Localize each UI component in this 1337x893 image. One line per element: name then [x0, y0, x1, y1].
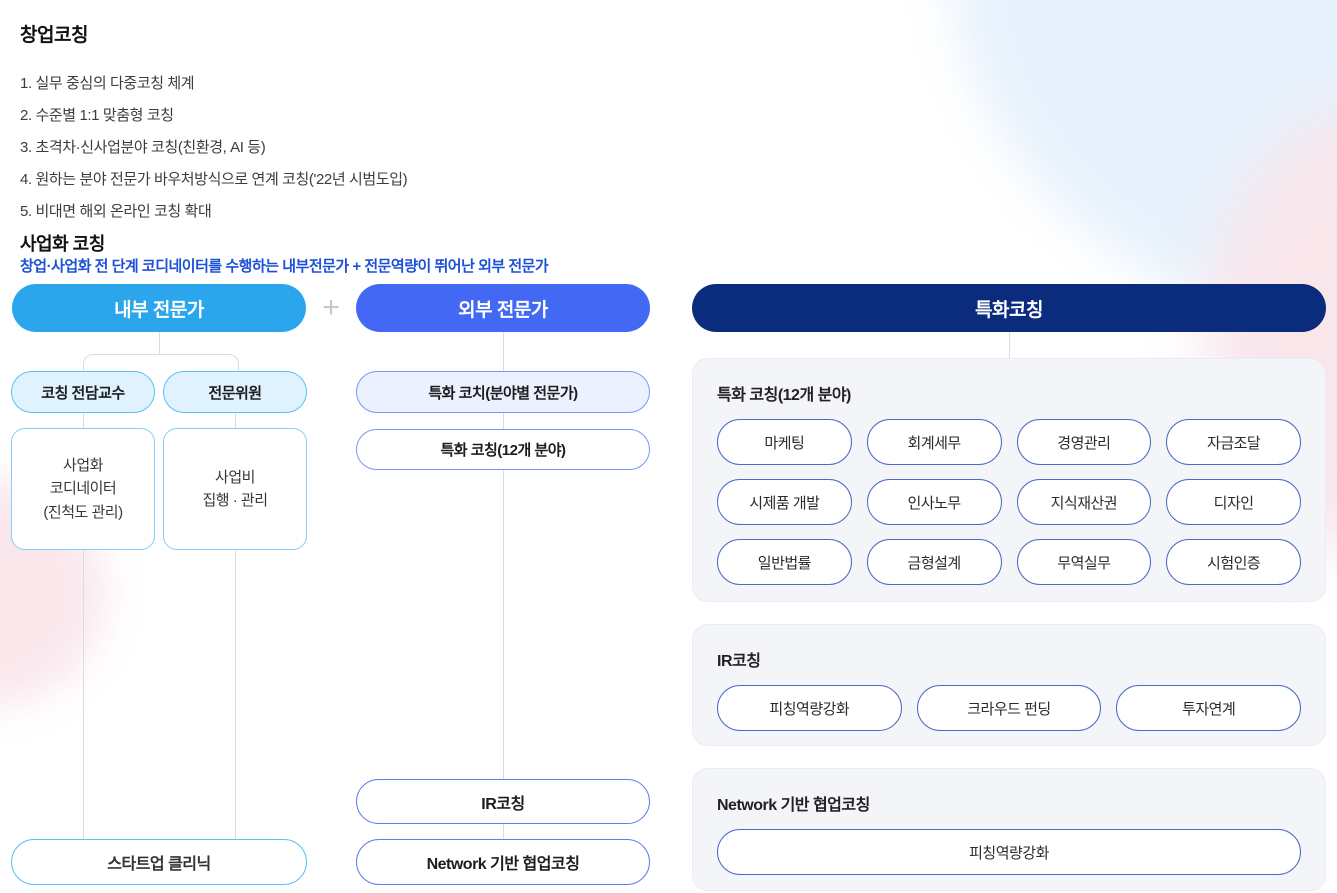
chip-pitching-capability-network: 피칭역량강화	[717, 829, 1301, 875]
box-line: 코디네이터	[49, 480, 117, 498]
connector-line	[503, 824, 504, 839]
list-item: 4. 원하는 분야 전문가 바우처방식으로 연계 코칭('22년 시범도입)	[20, 171, 408, 188]
box-line: 사업화	[63, 457, 103, 475]
box-line: 사업비	[215, 468, 255, 486]
box-line: (진척도 관리)	[43, 503, 123, 521]
section-subtitle: 창업·사업화 전 단계 코디네이터를 수행하는 내부전문가 + 전문역량이 뛰어…	[20, 258, 549, 275]
specialized-coaching-header-pill: 특화코칭	[692, 284, 1326, 332]
list-item: 3. 초격차·신사업분야 코칭(친환경, AI 등)	[20, 139, 266, 156]
ir-chip-grid: 피칭역량강화 크라우드 펀딩 투자연계	[717, 685, 1301, 731]
fields-chip-grid: 마케팅 회계세무 경영관리 자금조달 시제품 개발 인사노무 지식재산권 디자인…	[717, 419, 1301, 585]
specialized-fields-panel: 특화 코칭(12개 분야) 마케팅 회계세무 경영관리 자금조달 시제품 개발 …	[692, 358, 1326, 602]
chip-certification: 시험인증	[1166, 539, 1301, 585]
specialized-coach-pill: 특화 코치(분야별 전문가)	[356, 371, 650, 413]
connector-line	[235, 413, 236, 428]
coaching-professor-pill: 코칭 전담교수	[11, 371, 155, 413]
expert-committee-pill: 전문위원	[163, 371, 307, 413]
chip-general-law: 일반법률	[717, 539, 852, 585]
chip-prototype: 시제품 개발	[717, 479, 852, 525]
connector-line	[159, 332, 160, 354]
ir-coaching-pill: IR코칭	[356, 779, 650, 824]
chip-pitching-capability: 피칭역량강화	[717, 685, 902, 731]
coaching-feature-list: 1. 실무 중심의 다중코칭 체계 2. 수준별 1:1 맞춤형 코칭 3. 초…	[20, 72, 408, 232]
chip-investment-linkage: 투자연계	[1116, 685, 1301, 731]
connector-bracket	[83, 354, 239, 372]
plus-sign: +	[322, 291, 340, 324]
chip-hr-labor: 인사노무	[866, 479, 1002, 525]
connector-line	[83, 413, 84, 428]
ir-coaching-panel: IR코칭 피칭역량강화 크라우드 펀딩 투자연계	[692, 624, 1326, 746]
chip-mold-design: 금형설계	[866, 539, 1002, 585]
connector-line	[503, 413, 504, 429]
network-coaching-panel: Network 기반 협업코칭 피칭역량강화	[692, 768, 1326, 891]
budget-management-box: 사업비 집행 · 관리	[163, 428, 307, 550]
network-coaching-pill: Network 기반 협업코칭	[356, 839, 650, 885]
box-line: 집행 · 관리	[202, 492, 268, 509]
panel-title: 특화 코칭(12개 분야)	[717, 387, 851, 404]
chip-funding: 자금조달	[1166, 419, 1301, 465]
page-title: 창업코칭	[20, 25, 88, 46]
external-expert-header-pill: 외부 전문가	[356, 284, 650, 332]
list-item: 5. 비대면 해외 온라인 코칭 확대	[20, 203, 212, 220]
chip-trade-practice: 무역실무	[1016, 539, 1152, 585]
connector-line	[235, 550, 236, 839]
connector-line	[1009, 332, 1010, 358]
chip-management: 경영관리	[1016, 419, 1152, 465]
connector-line	[503, 332, 504, 371]
chip-marketing: 마케팅	[717, 419, 852, 465]
connector-line	[503, 470, 504, 779]
section-title: 사업화 코칭	[20, 234, 105, 254]
connector-line	[83, 550, 84, 839]
chip-design: 디자인	[1166, 479, 1301, 525]
panel-title: IR코칭	[717, 653, 761, 670]
startup-clinic-pill: 스타트업 클리닉	[11, 839, 307, 885]
network-chip-grid: 피칭역량강화	[717, 829, 1301, 875]
list-item: 2. 수준별 1:1 맞춤형 코칭	[20, 107, 174, 124]
internal-expert-header-pill: 내부 전문가	[12, 284, 306, 332]
chip-crowdfunding: 크라우드 펀딩	[916, 685, 1102, 731]
chip-accounting-tax: 회계세무	[866, 419, 1002, 465]
panel-title: Network 기반 협업코칭	[717, 797, 870, 814]
commercialization-coordinator-box: 사업화 코디네이터 (진척도 관리)	[11, 428, 155, 550]
list-item: 1. 실무 중심의 다중코칭 체계	[20, 75, 195, 92]
chip-ip-rights: 지식재산권	[1016, 479, 1152, 525]
specialized-coaching-12-pill: 특화 코칭(12개 분야)	[356, 429, 650, 470]
